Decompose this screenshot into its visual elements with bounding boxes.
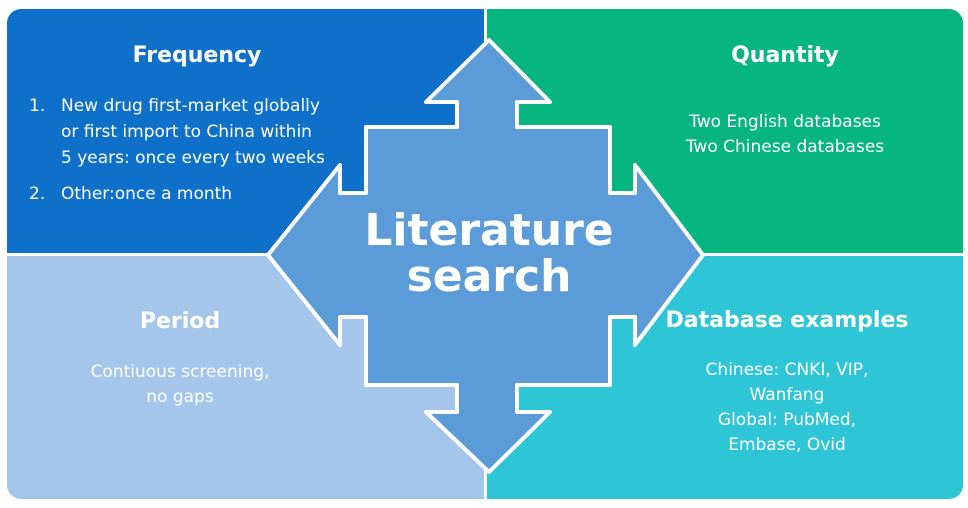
- center-label-line-1: Literature: [364, 205, 614, 256]
- frequency-item-1: 1. New drug first-market globally or fir…: [29, 93, 325, 171]
- period-title: Period: [139, 309, 221, 334]
- database-text: Chinese: CNKI, VIP, Wanfang Global: PubM…: [617, 358, 957, 458]
- quantity-line-1: Two English databases: [689, 112, 881, 132]
- period-line-2: no gaps: [146, 387, 214, 407]
- frequency-item-1-line-2: or first import to China within: [61, 122, 312, 142]
- frequency-item-1-line-3: 5 years: once every two weeks: [61, 148, 325, 168]
- database-line-3: Global: PubMed,: [717, 410, 857, 430]
- database-title: Database examples: [665, 308, 909, 333]
- quantity-line-2: Two Chinese databases: [685, 137, 885, 157]
- frequency-item-2-line-1: Other:once a month: [61, 184, 233, 204]
- period-text: Contiuous screening, no gaps: [7, 360, 353, 410]
- database-line-2: Wanfang: [749, 385, 825, 405]
- frequency-item-1-line-1: New drug first-market globally: [61, 96, 320, 116]
- period-line-1: Contiuous screening,: [90, 362, 270, 382]
- frequency-list: 1. New drug first-market globally or fir…: [29, 93, 325, 217]
- database-line-4: Embase, Ovid: [728, 435, 846, 455]
- frequency-item-2-number: 2.: [29, 184, 46, 204]
- frequency-item-2: 2. Other:once a month: [29, 181, 325, 207]
- frequency-item-1-number: 1.: [29, 96, 46, 116]
- quantity-title: Quantity: [731, 43, 839, 68]
- database-line-1: Chinese: CNKI, VIP,: [705, 360, 869, 380]
- quantity-text: Two English databases Two Chinese databa…: [605, 110, 965, 160]
- four-way-arrow-icon: [266, 38, 705, 474]
- center-label-line-2: search: [406, 251, 572, 302]
- frequency-title: Frequency: [132, 43, 262, 68]
- center-label: Literature search: [349, 208, 629, 300]
